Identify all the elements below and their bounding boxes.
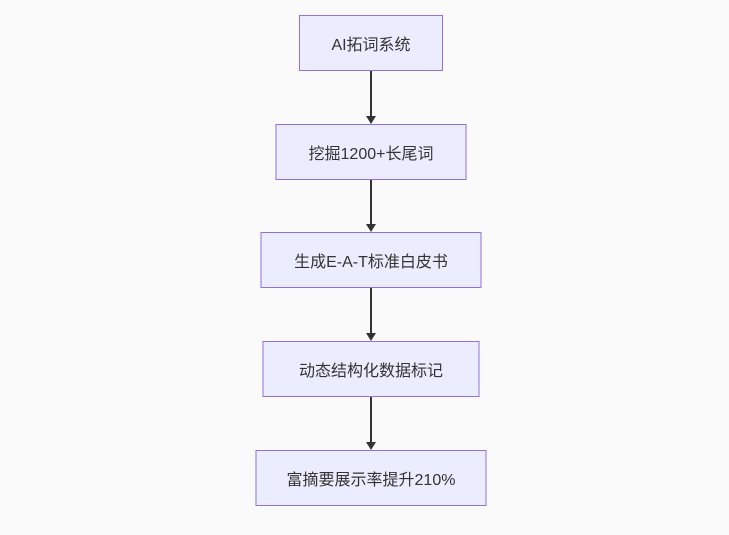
flow-node-mine-longtail-keywords: 挖掘1200+长尾词	[275, 124, 467, 180]
flow-arrow-1	[366, 71, 376, 124]
arrow-shaft	[370, 397, 372, 442]
flow-node-label: AI拓词系统	[331, 37, 411, 54]
flow-node-dynamic-structured-data-markup: 动态结构化数据标记	[262, 341, 480, 397]
arrow-shaft	[370, 180, 372, 224]
flow-arrow-3	[366, 288, 376, 341]
flow-node-label: 动态结构化数据标记	[298, 363, 443, 380]
flow-node-label: 挖掘1200+长尾词	[308, 146, 434, 163]
arrowhead-down-icon	[366, 333, 376, 341]
arrowhead-down-icon	[366, 116, 376, 124]
flow-arrow-2	[366, 180, 376, 232]
flow-node-label: 生成E-A-T标准白皮书	[294, 254, 448, 271]
arrowhead-down-icon	[366, 442, 376, 450]
arrow-shaft	[370, 288, 372, 333]
flow-node-ai-word-expansion-system: AI拓词系统	[299, 15, 443, 71]
arrow-shaft	[370, 71, 372, 116]
flow-node-label: 富摘要展示率提升210%	[286, 472, 456, 489]
flow-node-rich-snippet-rate-increase: 富摘要展示率提升210%	[255, 450, 487, 506]
flow-arrow-4	[366, 397, 376, 450]
arrowhead-down-icon	[366, 224, 376, 232]
flow-node-generate-eat-whitepaper: 生成E-A-T标准白皮书	[260, 232, 482, 288]
